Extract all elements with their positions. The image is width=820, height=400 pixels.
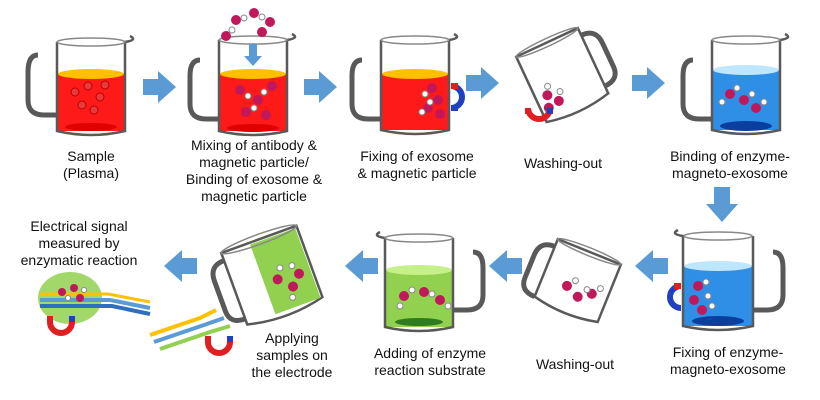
step-2-label: Mixing of antibody & magnetic particle/ … <box>185 137 323 204</box>
arrow-4-to-5 <box>632 67 665 99</box>
step-10-label: Electrical signal measured by enzymatic … <box>20 218 138 268</box>
beaker-binding <box>680 32 790 136</box>
arrow-2-to-3 <box>304 71 337 103</box>
step-1-label: Sample (Plasma) <box>62 148 119 181</box>
arrow-5-to-6 <box>706 187 738 222</box>
flow-arrows <box>143 67 738 282</box>
beaker-substrate <box>375 230 486 333</box>
electrode-measurement <box>38 272 151 336</box>
beaker-washing-2 <box>521 237 623 324</box>
step-5-label: Binding of enzyme- magneto-exosome <box>670 148 790 181</box>
beaker-fixing-enzyme <box>667 228 786 332</box>
arrow-9-to-10 <box>164 250 197 282</box>
arrow-8-to-9 <box>345 250 378 282</box>
beaker-mixing <box>187 8 297 137</box>
step-9-label: Applying samples on the electrode <box>251 330 333 380</box>
magnet-applying <box>205 336 233 356</box>
arrow-6-to-7 <box>635 250 668 282</box>
beaker-fixing <box>349 32 465 136</box>
beaker-washing-1 <box>514 26 618 124</box>
magnet-washing-1 <box>525 107 553 122</box>
beaker-applying <box>210 224 324 326</box>
arrow-3-to-4 <box>466 67 499 99</box>
step-3-label: Fixing of exosome & magnetic particle <box>357 148 477 181</box>
step-4-label: Washing-out <box>523 155 603 171</box>
step-8-label: Adding of enzyme reaction substrate <box>373 345 487 378</box>
electrode-strip-applying <box>149 308 231 351</box>
arrow-7-to-8 <box>489 250 522 282</box>
arrow-1-to-2 <box>143 71 176 103</box>
step-7-label: Washing-out <box>535 356 615 372</box>
step-6-label: Fixing of enzyme- magneto-exosome <box>670 344 786 377</box>
beaker-sample <box>25 34 135 137</box>
